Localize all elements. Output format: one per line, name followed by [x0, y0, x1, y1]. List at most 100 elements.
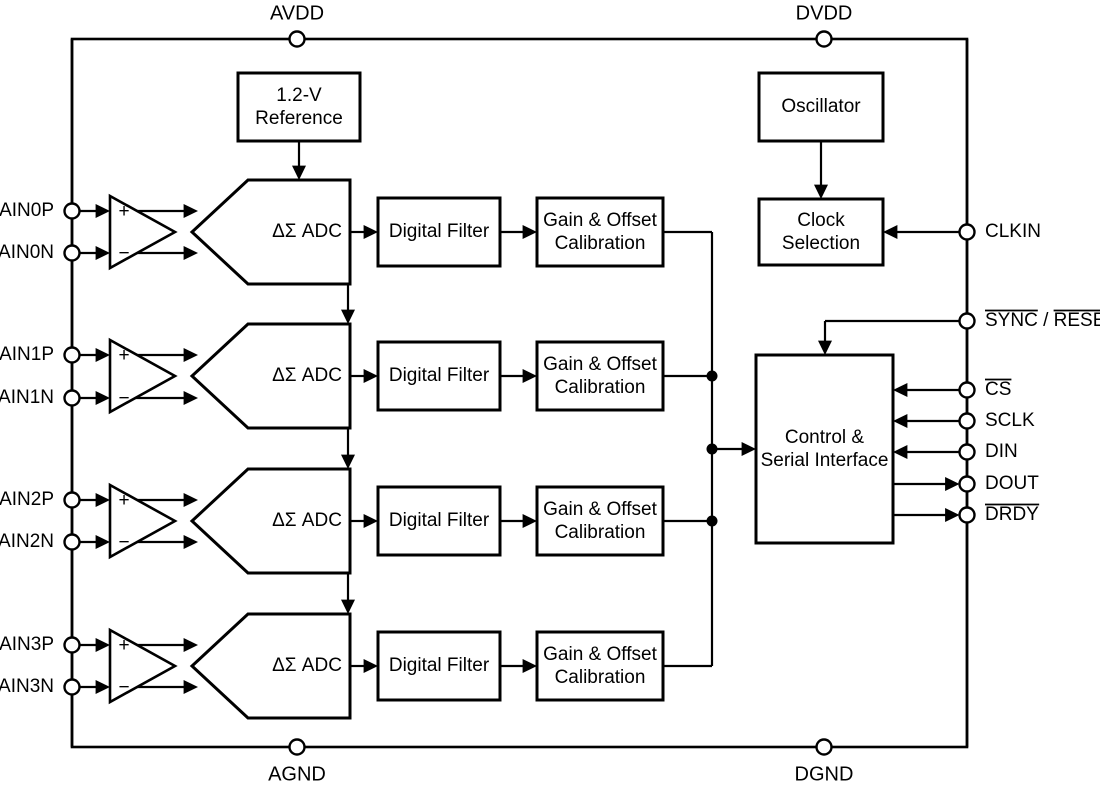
channel-0-input-pin-p[interactable] — [63, 202, 81, 220]
pin-clkin-arrow — [883, 225, 898, 239]
channel-3-amp-minus-label: − — [118, 677, 129, 698]
channel-2-amp-out-arrow-0 — [183, 493, 198, 507]
channel-0-digital-filter-block — [376, 196, 502, 268]
reference-to-adc-arrow — [292, 165, 306, 180]
channel-0-filter-to-calib-arrow — [522, 225, 537, 239]
channel-2-amp-plus-label: + — [118, 490, 129, 511]
channel-3-input-arrow-n — [95, 680, 110, 694]
pin-din-arrow — [893, 445, 908, 459]
pin-dout[interactable] — [958, 475, 976, 493]
channel-3-input-pin-n[interactable] — [63, 678, 81, 696]
channel-1-input-pin-n[interactable] — [63, 389, 81, 407]
pin-din-label: DIN — [985, 441, 1018, 462]
dvdd-pin-label: DVDD — [796, 2, 853, 24]
channel-1-digital-filter-label: Digital Filter — [389, 365, 490, 386]
pin-dout-label: DOUT — [985, 473, 1039, 494]
channel-1-amp-plus-label: + — [118, 345, 129, 366]
channel-3-input-pin-p[interactable] — [63, 636, 81, 654]
control-block-label-2: Serial Interface — [761, 450, 889, 471]
channel-0-amp-out-arrow-0 — [183, 204, 198, 218]
pin-clkin[interactable] — [958, 223, 976, 241]
channel-1-input-label-p: AIN1P — [0, 344, 54, 365]
channel-0-adc-block — [189, 178, 352, 286]
channel-1-adc-label: ΔΣ ADC — [272, 365, 342, 386]
pin-sclk-arrow — [893, 414, 908, 428]
channel-2-adc-block — [189, 467, 352, 575]
channel-3-filter-to-calib-arrow — [522, 659, 537, 673]
channel-1-digital-filter-block — [376, 340, 502, 412]
channel-1-amp-out-arrow-0 — [183, 348, 198, 362]
oscillator-to-clock-arrow — [814, 184, 828, 199]
channel-0-adc-chain-arrow — [341, 309, 355, 324]
bus-junction-dot-1 — [706, 443, 718, 455]
channel-0-input-label-n: AIN0N — [0, 242, 54, 263]
channel-3-calibration-block — [535, 630, 665, 702]
channel-2-input-pin-n[interactable] — [63, 533, 81, 551]
channel-3-calibration-label-2: Calibration — [555, 667, 646, 688]
bus-junction-dot-0 — [706, 370, 718, 382]
channel-3-adc-label: ΔΣ ADC — [272, 655, 342, 676]
agnd-pin[interactable] — [288, 738, 306, 756]
channel-1-amplifier — [108, 337, 178, 415]
channel-1-calibration-label-2: Calibration — [555, 377, 646, 398]
channel-0-calibration-block — [535, 196, 665, 268]
pin-sync-reset-label: SYNC / RESET — [985, 310, 1100, 331]
control-block-label-1: Control & — [785, 427, 865, 448]
channel-3-amp-out-arrow-1 — [183, 680, 198, 694]
dgnd-pin[interactable] — [815, 738, 833, 756]
channel-2-calibration-label-2: Calibration — [555, 522, 646, 543]
dvdd-pin[interactable] — [815, 30, 833, 48]
channel-0-calibration-label-1: Gain & Offset — [543, 210, 657, 231]
bus-junction-dot-2 — [706, 515, 718, 527]
channel-0-amplifier — [108, 193, 178, 271]
channel-1-amp-minus-label: − — [118, 388, 129, 409]
reference-block — [236, 71, 362, 143]
channel-3-amp-plus-label: + — [118, 635, 129, 656]
reference-block-label-2: Reference — [255, 108, 343, 129]
channel-2-input-arrow-n — [95, 535, 110, 549]
channel-1-input-arrow-p — [95, 348, 110, 362]
channel-1-input-pin-p[interactable] — [63, 346, 81, 364]
channel-3-input-label-n: AIN3N — [0, 676, 54, 697]
channel-1-filter-to-calib-arrow — [522, 369, 537, 383]
pin-din[interactable] — [958, 443, 976, 461]
channel-2-filter-to-calib-arrow — [522, 514, 537, 528]
channel-1-adc-to-filter-arrow — [363, 369, 378, 383]
channel-2-input-pin-p[interactable] — [63, 491, 81, 509]
channel-3-digital-filter-block — [376, 630, 502, 702]
channel-2-input-label-n: AIN2N — [0, 531, 54, 552]
channel-3-calibration-label-1: Gain & Offset — [543, 644, 657, 665]
clock-selection-block — [757, 197, 885, 267]
channel-0-amp-plus-label: + — [118, 201, 129, 222]
avdd-pin[interactable] — [288, 30, 306, 48]
channel-2-calibration-label-1: Gain & Offset — [543, 499, 657, 520]
channel-1-adc-block — [189, 322, 352, 430]
channel-3-adc-block — [189, 612, 352, 720]
channel-1-calibration-label-1: Gain & Offset — [543, 354, 657, 375]
pin-cs-arrow — [893, 383, 908, 397]
channel-0-adc-label: ΔΣ ADC — [272, 221, 342, 242]
oscillator-block-label: Oscillator — [781, 96, 861, 117]
reference-block-label-1: 1.2-V — [276, 85, 322, 106]
oscillator-block — [757, 71, 885, 143]
channel-2-digital-filter-block — [376, 485, 502, 557]
channel-3-input-arrow-p — [95, 638, 110, 652]
channel-0-input-arrow-p — [95, 204, 110, 218]
clock-selection-label-1: Clock — [797, 210, 845, 231]
channel-0-input-pin-n[interactable] — [63, 244, 81, 262]
pin-drdy[interactable] — [958, 506, 976, 524]
channel-1-calibration-block — [535, 340, 665, 412]
channel-2-adc-chain-arrow — [341, 599, 355, 614]
pin-sync-reset[interactable] — [958, 312, 976, 330]
channel-3-amp-out-arrow-0 — [183, 638, 198, 652]
channel-0-amp-out-arrow-1 — [183, 246, 198, 260]
pin-sclk[interactable] — [958, 412, 976, 430]
channel-0-adc-to-filter-arrow — [363, 225, 378, 239]
pin-cs[interactable] — [958, 381, 976, 399]
channel-2-adc-label: ΔΣ ADC — [272, 510, 342, 531]
channel-2-input-arrow-p — [95, 493, 110, 507]
channel-2-calibration-block — [535, 485, 665, 557]
channel-0-digital-filter-label: Digital Filter — [389, 221, 490, 242]
